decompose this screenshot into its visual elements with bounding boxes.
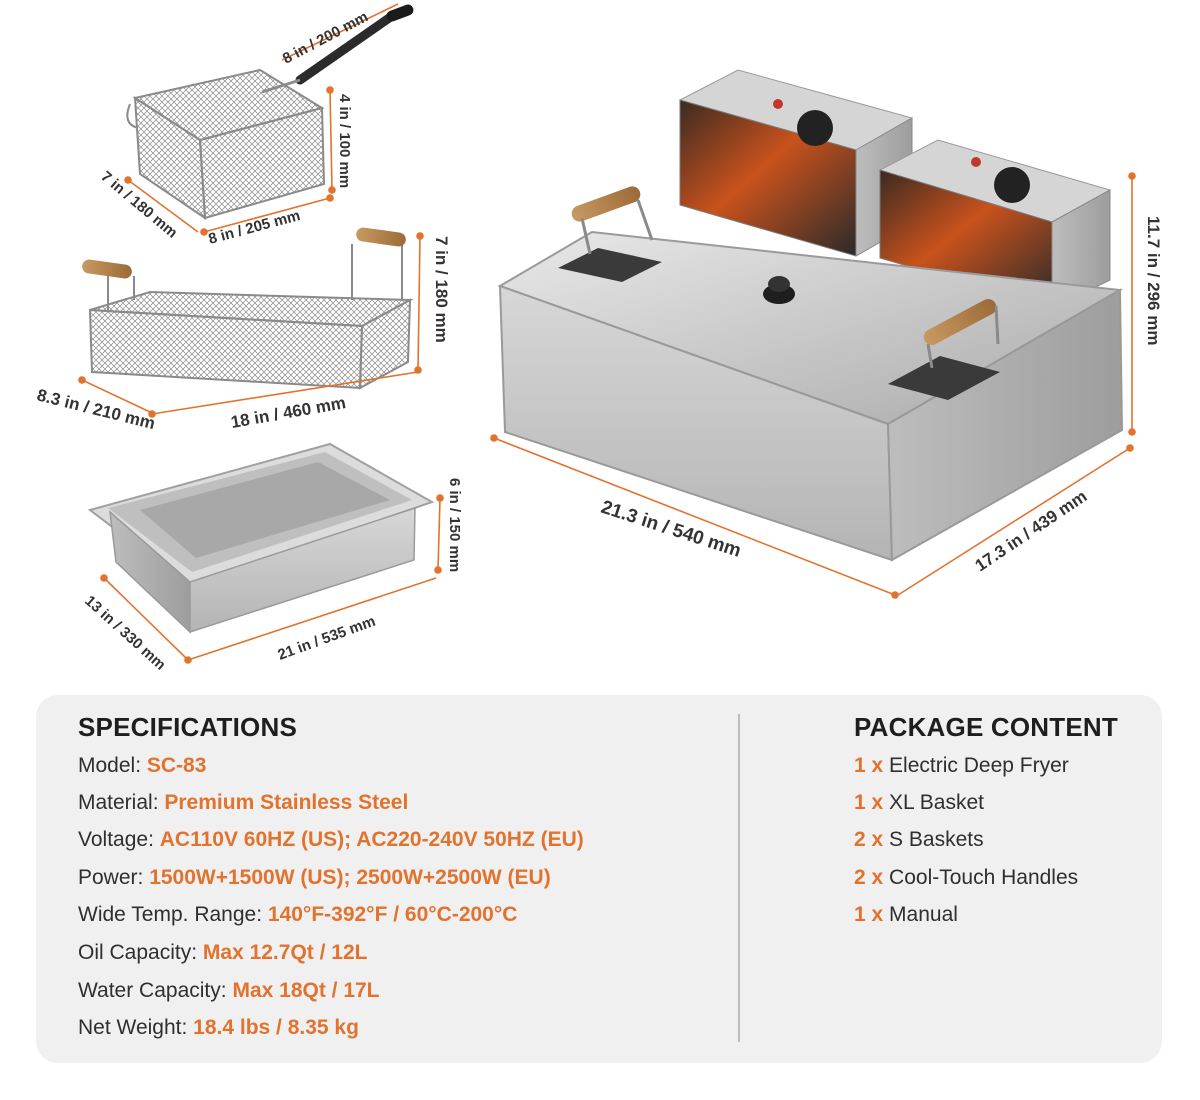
package-item: 2 x S Baskets [854, 828, 984, 852]
spec-value: AC110V 60HZ (US); AC220-240V 50HZ (EU) [159, 828, 584, 851]
small-basket-illustration [126, 4, 414, 220]
spec-label: Net Weight: [78, 1016, 188, 1039]
spec-row-water-capacity: Water Capacity: Max 18Qt / 17L [78, 979, 380, 1003]
package-item-name: Electric Deep Fryer [889, 754, 1069, 777]
package-item-name: S Baskets [889, 828, 984, 851]
package-item-qty: 1 x [854, 903, 884, 926]
xl-basket-height-label: 7 in / 180 mm [432, 236, 451, 343]
tank-depth-label: 13 in / 330 mm [81, 592, 169, 673]
spec-row-voltage: Voltage: AC110V 60HZ (US); AC220-240V 50… [78, 828, 584, 852]
spec-label: Oil Capacity: [78, 941, 198, 964]
package-item: 1 x XL Basket [854, 791, 984, 815]
tank-width-label: 21 in / 535 mm [276, 613, 378, 664]
deep-fryer-illustration [497, 69, 1124, 562]
spec-label: Power: [78, 866, 144, 889]
spec-value: 18.4 lbs / 8.35 kg [193, 1016, 359, 1039]
dimension-lines [78, 3, 1136, 664]
specifications-title: SPECIFICATIONS [78, 712, 298, 742]
package-item-name: Cool-Touch Handles [889, 866, 1079, 889]
spec-value: 1500W+1500W (US); 2500W+2500W (EU) [149, 866, 551, 889]
tank-illustration [87, 442, 435, 634]
package-item: 1 x Manual [854, 903, 958, 927]
spec-row-temp-range: Wide Temp. Range: 140°F-392°F / 60°C-200… [78, 903, 517, 927]
xl-basket-illustration [82, 227, 414, 390]
spec-label: Voltage: [78, 828, 154, 851]
fryer-height-label: 11.7 in / 296 mm [1144, 216, 1163, 345]
spec-row-material: Material: Premium Stainless Steel [78, 791, 408, 815]
xl-basket-depth-label: 8.3 in / 210 mm [35, 385, 157, 433]
spec-row-oil-capacity: Oil Capacity: Max 12.7Qt / 12L [78, 941, 367, 965]
spec-value: Max 12.7Qt / 12L [202, 941, 368, 964]
package-item-qty: 2 x [854, 866, 884, 889]
spec-value: 140°F-392°F / 60°C-200°C [267, 903, 518, 926]
spec-label: Model: [78, 754, 142, 777]
package-item: 2 x Cool-Touch Handles [854, 866, 1078, 890]
package-item-qty: 1 x [854, 791, 884, 814]
info-panel [36, 695, 1162, 1063]
panel-divider [738, 714, 740, 1042]
spec-value: SC-83 [146, 754, 207, 777]
small-basket-height-label: 4 in / 100 mm [336, 94, 353, 188]
package-item-qty: 1 x [854, 754, 884, 777]
product-dimension-diagram: 8 in / 200 mm 4 in / 100 mm 7 in / 180 m… [35, 3, 1163, 674]
spec-label: Material: [78, 791, 159, 814]
spec-label: Water Capacity: [78, 979, 227, 1002]
spec-row-power: Power: 1500W+1500W (US); 2500W+2500W (EU… [78, 866, 551, 890]
tank-height-label: 6 in / 150 mm [446, 478, 463, 572]
package-item-name: Manual [889, 903, 958, 926]
spec-row-model: Model: SC-83 [78, 754, 206, 778]
package-content-title: PACKAGE CONTENT [854, 712, 1118, 742]
package-item: 1 x Electric Deep Fryer [854, 754, 1069, 778]
spec-label: Wide Temp. Range: [78, 903, 263, 926]
package-item-name: XL Basket [889, 791, 984, 814]
spec-value: Premium Stainless Steel [164, 791, 409, 814]
spec-row-net-weight: Net Weight: 18.4 lbs / 8.35 kg [78, 1016, 359, 1040]
package-item-qty: 2 x [854, 828, 884, 851]
spec-value: Max 18Qt / 17L [232, 979, 380, 1002]
